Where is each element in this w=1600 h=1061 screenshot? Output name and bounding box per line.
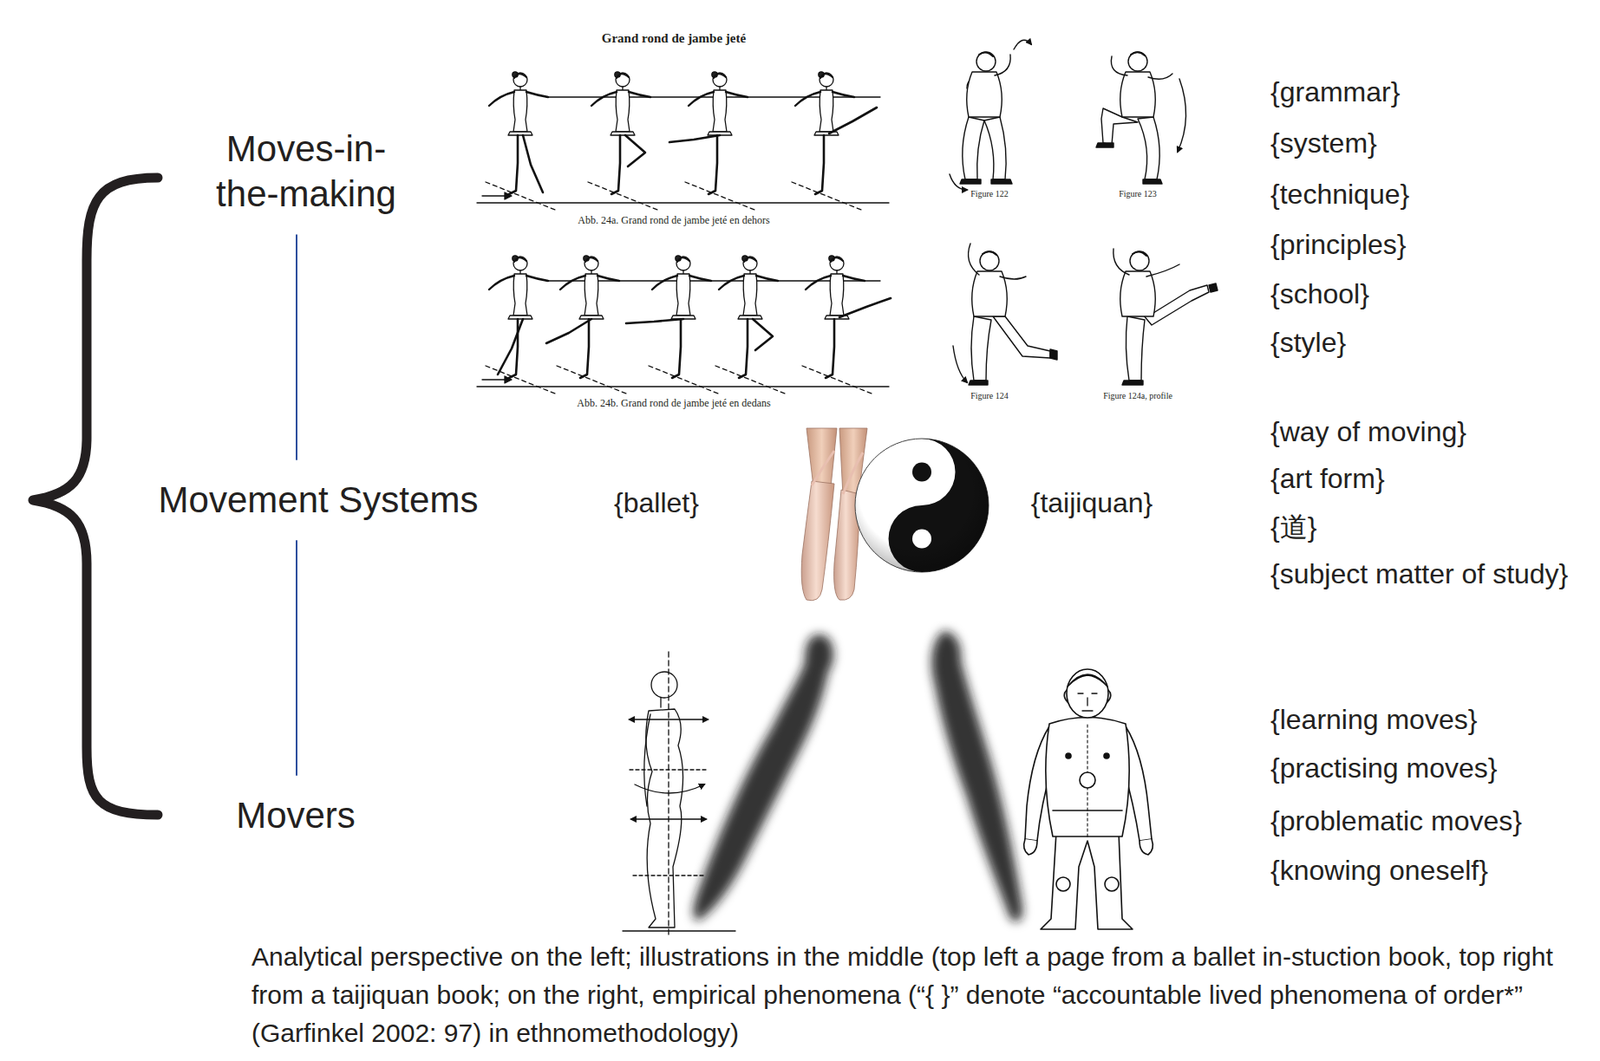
phenomenon-label: {style}: [1270, 326, 1346, 360]
phenomenon-label: {grammar}: [1270, 75, 1400, 109]
phenomenon-label: {subject matter of study}: [1270, 557, 1568, 591]
section-label: Movers: [235, 793, 356, 840]
system-label: {taijiquan}: [1031, 486, 1154, 520]
section-label: Movement Systems: [158, 477, 479, 524]
connector-line: [295, 235, 298, 461]
figure-caption: Figure 124: [970, 391, 1009, 402]
section-node: Movement Systems: [158, 477, 479, 524]
phenomenon-label: {learning moves}: [1270, 703, 1477, 737]
section-node: Moves-in-the-making: [197, 126, 415, 218]
phenomenon-label: {art form}: [1270, 462, 1385, 496]
phenomenon-label: {knowing oneself}: [1270, 854, 1489, 888]
figure-caption: Figure 123: [1118, 189, 1157, 200]
section-label: Moves-in-the-making: [197, 126, 415, 218]
figure-caption: Figure 124a, profile: [1103, 391, 1173, 402]
system-label: {ballet}: [613, 486, 699, 520]
phenomenon-label: {system}: [1270, 126, 1378, 160]
plate-caption: Abb. 24b. Grand rond de jambe jeté en de…: [576, 397, 771, 410]
phenomenon-label: {school}: [1270, 277, 1370, 311]
plate-title: Grand rond de jambe jeté: [601, 30, 746, 46]
phenomenon-label: {道}: [1270, 510, 1317, 544]
phenomenon-label: {principles}: [1270, 228, 1407, 262]
phenomenon-label: {practising moves}: [1270, 751, 1497, 785]
caption: Analytical perspective on the left; illu…: [251, 938, 1566, 1053]
plate-caption: Abb. 24a. Grand rond de jambe jeté en de…: [577, 214, 770, 227]
phenomenon-label: {problematic moves}: [1270, 804, 1522, 838]
phenomenon-label: {technique}: [1270, 177, 1410, 211]
phenomenon-label: {way of moving}: [1270, 415, 1467, 449]
section-node: Movers: [235, 793, 356, 840]
connector-line: [295, 540, 298, 777]
figure-caption: Figure 122: [970, 189, 1009, 200]
